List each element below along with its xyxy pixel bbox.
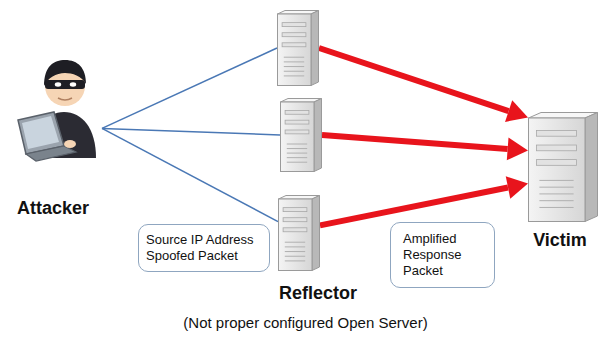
arrow-head	[506, 176, 528, 198]
response-arrow	[322, 135, 508, 149]
response-arrow	[319, 48, 509, 111]
server-icon	[280, 98, 322, 172]
attacker-figure	[12, 40, 102, 170]
request-line	[102, 48, 277, 128]
arrow-head	[505, 100, 528, 122]
server-icon	[278, 195, 320, 271]
server-icon	[280, 98, 322, 172]
server-icon	[277, 10, 319, 86]
server-icon	[277, 10, 319, 86]
arrow-head	[507, 138, 528, 161]
callout-text: Source IP Address Spoofed Packet	[146, 232, 262, 264]
callout-box: Amplified Response Packet	[390, 222, 495, 288]
server-icon	[528, 112, 598, 222]
request-line	[102, 128, 278, 221]
server-icon: Reflector	[278, 195, 320, 271]
server-icon: Victim	[528, 112, 598, 222]
node-label: Attacker	[17, 198, 89, 218]
node-label: Victim	[533, 230, 587, 250]
callout-box: Source IP Address Spoofed Packet	[138, 224, 270, 272]
response-arrow	[320, 188, 508, 226]
request-line	[102, 128, 280, 135]
node-label: Reflector	[279, 283, 357, 303]
caption: (Not proper configured Open Server)	[0, 314, 611, 332]
callout-text: Amplified Response Packet	[403, 231, 482, 279]
attacker-icon: Attacker	[12, 40, 102, 170]
